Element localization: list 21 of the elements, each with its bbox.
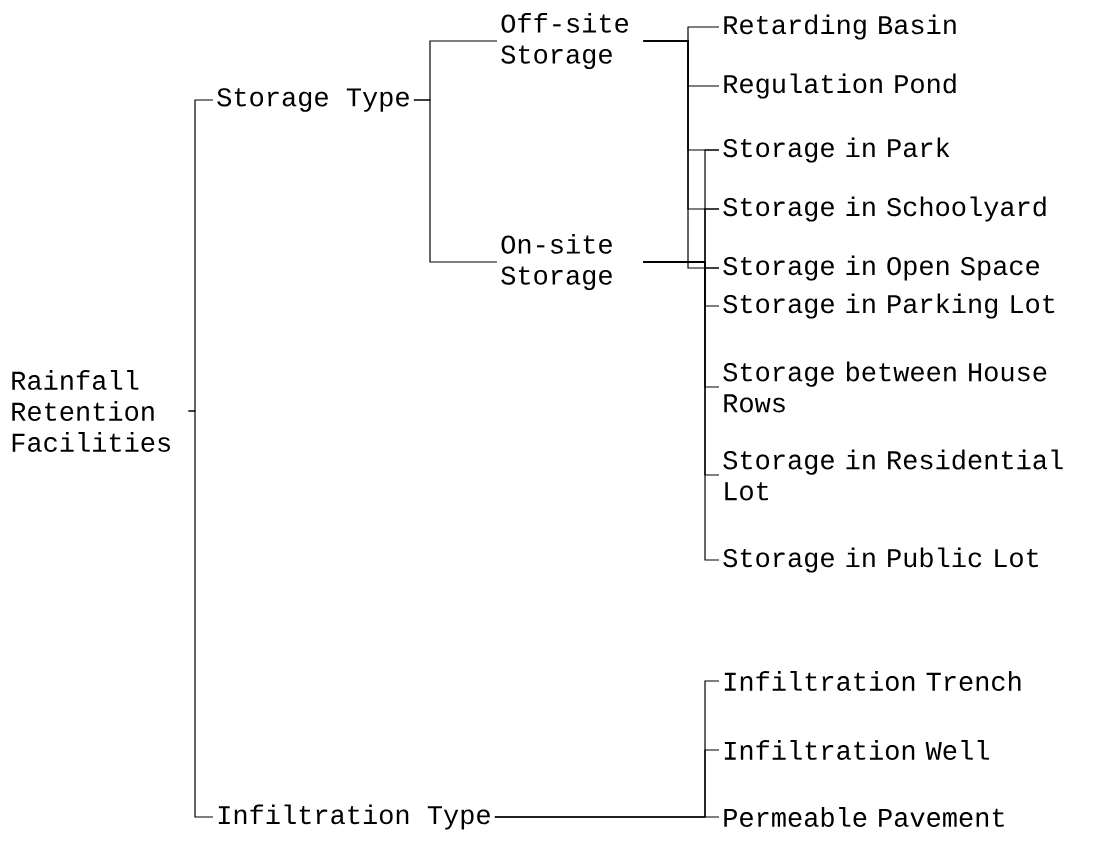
tree-node-label: Storage in Schoolyard — [723, 196, 1046, 222]
connector-line — [494, 816, 720, 818]
tree-node-label: Infiltration Trench — [724, 671, 1021, 691]
tree-node-label: Infiltration Well — [724, 740, 989, 760]
tree-node-label: Storage in Open Space — [723, 255, 1039, 281]
tree-node-label: Off-site Storage — [501, 12, 629, 70]
tree-node-label: Storage in Parking Lot — [723, 293, 1055, 319]
connector-line — [187, 410, 214, 818]
connector-line — [413, 99, 498, 263]
tree-node-label: Retarding Basin — [724, 14, 956, 40]
tree-node-label: Storage in Public Lot — [723, 547, 1038, 573]
tree-node-label: On-site Storage — [501, 233, 612, 291]
tree-node-label: Storage in Park — [723, 137, 950, 163]
tree-node-label: Rainfall Retention Facilities — [12, 370, 170, 452]
tree-node-label: Storage in Residential Lot — [723, 449, 1063, 501]
tree-node-label: Regulation Pond — [724, 73, 956, 99]
tree-node-label: Permeable Pavement — [724, 807, 1004, 827]
tree-node-label: Storage between House Rows — [723, 361, 1047, 413]
tree-node-label: Storage Type — [217, 88, 409, 112]
connector-line — [642, 261, 720, 561]
tree-node-label: Infiltration Type — [218, 804, 490, 830]
